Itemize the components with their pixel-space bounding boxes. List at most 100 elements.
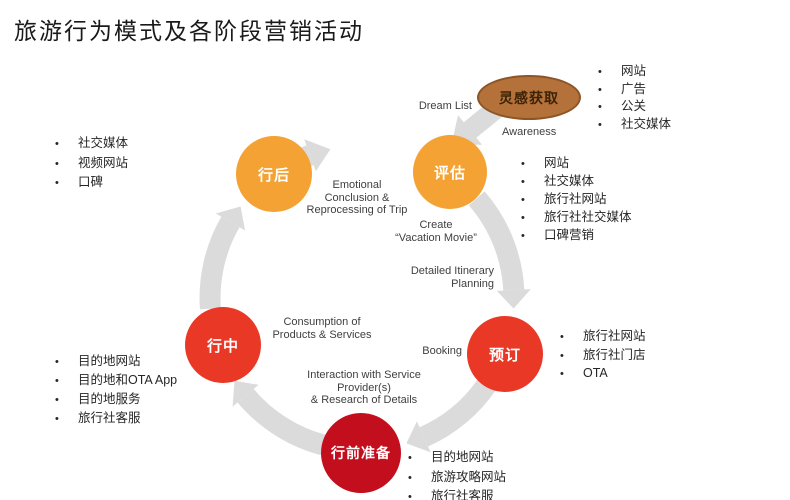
label-line: Create (419, 219, 453, 231)
list-item: •口碑营销 (521, 227, 632, 245)
stage-evaluate-label: 评估 (433, 164, 466, 182)
list-item: • 网站 (598, 63, 671, 81)
channel-label: 口碑营销 (544, 228, 595, 242)
label-line: & Research of Details (310, 394, 418, 406)
channel-label: 社交媒体 (544, 174, 595, 188)
bullet-dot-icon: • (55, 375, 59, 387)
arc-booking-to-prepare (419, 376, 497, 447)
list-item: • 目的地网站 (55, 352, 177, 371)
channel-list-booking: • 旅行社网站 • 旅行社门店 •OTA (560, 328, 646, 384)
bullet-dot-icon: • (55, 157, 59, 170)
label-line: “Vacation Movie” (395, 231, 477, 244)
list-item: • 网站 (521, 155, 632, 173)
channel-label: 旅行社门店 (583, 347, 646, 362)
list-item: • 旅行社门店 (560, 347, 646, 366)
channel-label: 社交媒体 (621, 116, 672, 131)
bullet-dot-icon: • (55, 413, 59, 425)
bullet-dot-icon: • (55, 394, 59, 406)
label-awareness: Awareness (502, 126, 557, 138)
channel-label: 目的地网站 (431, 450, 494, 464)
label-create-vacation-movie: Create “Vacation Movie” (366, 219, 506, 244)
label-line: Provider(s) (337, 381, 391, 394)
stage-inspiration-label: 灵感获取 (499, 89, 559, 106)
list-item: •OTA (560, 365, 646, 384)
label-line: Detailed Itinerary (410, 265, 494, 277)
stage-booking: 预订 (467, 316, 543, 392)
stage-evaluate: 评估 (413, 135, 487, 209)
channel-label: 目的地网站 (78, 354, 141, 368)
bullet-dot-icon: • (598, 83, 602, 96)
bullet-dot-icon: • (560, 331, 564, 343)
channel-label: 旅行社网站 (544, 192, 607, 206)
channel-label: 旅行社网站 (583, 329, 646, 343)
label-line: Conclusion & (324, 191, 390, 204)
bullet-dot-icon: • (560, 349, 564, 362)
arrowhead-to-booking-icon (496, 289, 531, 309)
bullet-dot-icon: • (408, 471, 412, 484)
channel-label: 视频网站 (78, 155, 129, 170)
channel-label: 旅行社客服 (431, 489, 494, 500)
arrowhead-to-top-icon (304, 139, 331, 172)
list-item: • 旅行社客服 (408, 487, 506, 500)
list-item: •目的地网站 (408, 448, 506, 468)
list-item: • 视频网站 (55, 154, 128, 174)
channel-list-during: • 目的地网站 •目的地和OTA App • 目的地服务 • 旅行社客服 (55, 352, 177, 428)
list-item: • 旅行社客服 (55, 409, 177, 428)
label-emotional-conclusion: Emotional Conclusion & Reprocessing of T… (287, 179, 427, 217)
label-itinerary-planning: Detailed Itinerary Planning (374, 265, 494, 290)
channel-list-after: • 社交媒体 • 视频网站 •口碑 (55, 134, 128, 193)
label-line: Planning (451, 277, 494, 290)
arc-evaluate-to-booking (468, 191, 525, 291)
bullet-dot-icon: • (55, 138, 59, 150)
arc-prepare-to-during (237, 388, 328, 456)
label-line: Emotional (332, 179, 382, 191)
bullet-dot-icon: • (408, 491, 412, 500)
label-line: Products & Services (272, 328, 372, 341)
list-item: • 广告 (598, 81, 671, 99)
stage-after-trip: 行后 (236, 136, 312, 212)
stage-during-trip-label: 行中 (206, 337, 239, 355)
channel-label: 目的地服务 (78, 392, 141, 406)
list-item: •口碑 (55, 173, 128, 193)
channel-label: 旅游攻略网站 (431, 469, 507, 484)
list-item: • 旅行社网站 (560, 328, 646, 347)
stage-after-trip-label: 行后 (257, 166, 290, 184)
list-item: • 社交媒体 (598, 116, 671, 134)
arrowhead-to-after-icon (215, 206, 246, 231)
list-item: • 旅游攻略网站 (408, 468, 506, 488)
bullet-dot-icon: • (598, 66, 602, 78)
stage-pre-trip-prepare-label: 行前准备 (331, 445, 391, 461)
label-line: Consumption of (283, 316, 361, 328)
label-consumption: Consumption of Products & Services (252, 316, 392, 341)
list-item: • 旅行社网站 (521, 191, 632, 209)
bullet-dot-icon: • (560, 368, 564, 380)
channel-label: 旅行社客服 (78, 411, 141, 425)
list-item: •目的地和OTA App (55, 371, 177, 390)
arc-during-to-after (199, 216, 240, 310)
label-line: Interaction with Service (307, 369, 421, 381)
channel-label: 社交媒体 (78, 136, 129, 150)
bullet-dot-icon: • (521, 176, 525, 188)
arrowhead-to-during-icon (232, 380, 259, 407)
channel-list-prepare: •目的地网站 • 旅游攻略网站 • 旅行社客服 (408, 448, 506, 500)
arrowhead-to-prepare-icon (406, 421, 431, 453)
label-interaction: Interaction with Service Provider(s) & R… (284, 369, 444, 407)
channel-label: 网站 (621, 64, 647, 78)
list-item: • 目的地服务 (55, 390, 177, 409)
page-title: 旅游行为模式及各阶段营销活动 (14, 18, 364, 44)
list-item: • 社交媒体 (55, 134, 128, 154)
bullet-dot-icon: • (598, 101, 602, 113)
channel-label: 网站 (544, 156, 570, 170)
bullet-dot-icon: • (55, 356, 59, 368)
channel-label: 广告 (621, 81, 647, 96)
stage-booking-label: 预订 (488, 346, 521, 364)
list-item: •旅行社社交媒体 (521, 209, 632, 227)
bullet-dot-icon: • (521, 194, 525, 206)
channel-list-evaluate: • 网站 • 社交媒体 • 旅行社网站 •旅行社社交媒体 •口碑营销 (521, 155, 632, 245)
list-item: • 社交媒体 (521, 173, 632, 191)
channel-label: 旅行社社交媒体 (544, 210, 632, 224)
bullet-dot-icon: • (521, 158, 525, 170)
bullet-dot-icon: • (598, 118, 602, 131)
channel-label: 公关 (621, 99, 647, 113)
